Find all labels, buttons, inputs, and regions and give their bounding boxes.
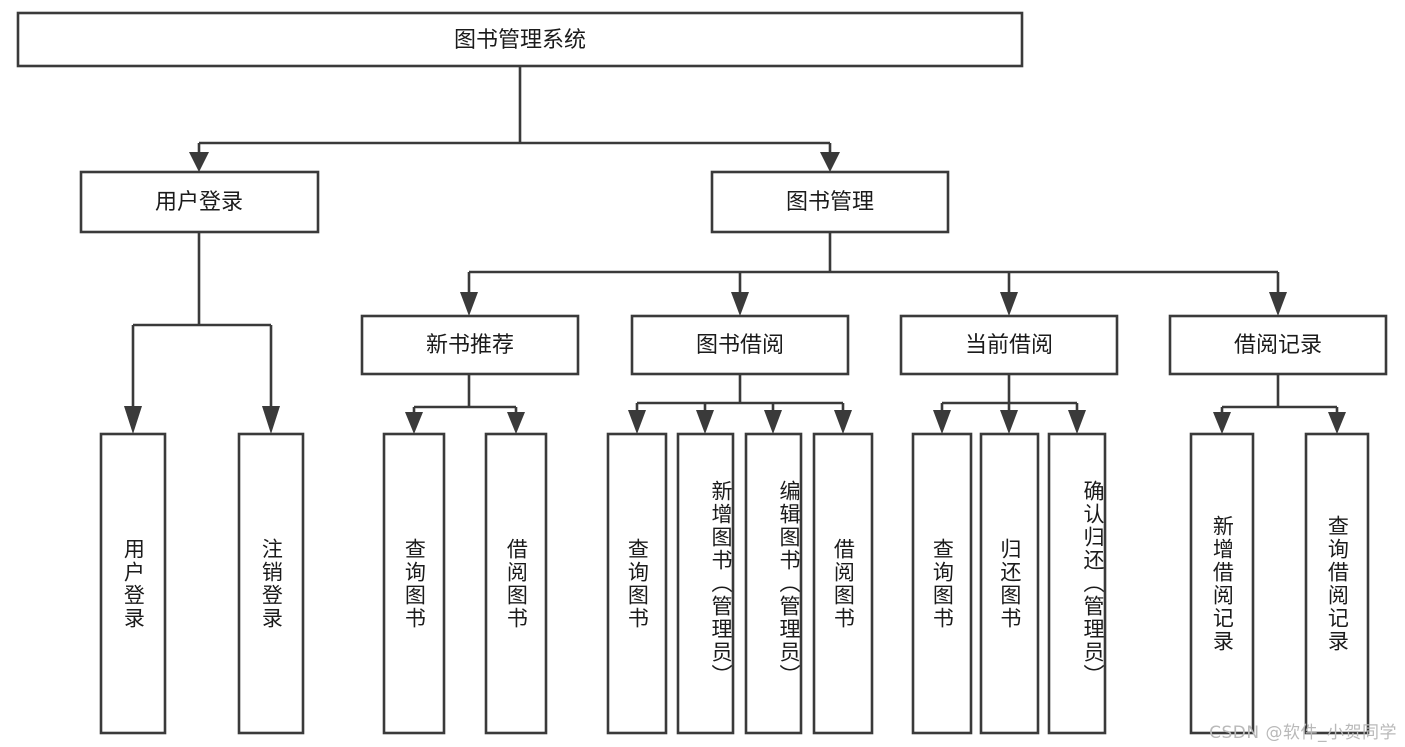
arrow-to-new-book-recommend bbox=[460, 292, 478, 316]
node-box-leaf-add-book[interactable] bbox=[676, 432, 735, 735]
node-box-leaf-add-record[interactable] bbox=[1189, 432, 1255, 735]
label-root: 图书管理系统 bbox=[454, 28, 586, 53]
node-box-leaf-confirm-return[interactable] bbox=[1047, 432, 1107, 735]
watermark-text: CSDN @软件_小贺同学 bbox=[1209, 723, 1397, 743]
arrow-to-leaf-user-login bbox=[124, 406, 142, 434]
arrow-to-leaf-add-record bbox=[1213, 412, 1231, 434]
arrow-to-leaf-confirm-return bbox=[1068, 410, 1086, 434]
node-box-leaf-query-book-1[interactable] bbox=[382, 432, 446, 735]
arrow-to-leaf-logout-login bbox=[262, 406, 280, 434]
label-new-book-recommend: 新书推荐 bbox=[426, 333, 514, 358]
arrow-to-book-manage bbox=[820, 152, 840, 172]
arrow-to-book-borrow bbox=[731, 292, 749, 316]
arrow-to-leaf-borrow-book-1 bbox=[507, 412, 525, 434]
arrow-to-leaf-add-book bbox=[696, 410, 714, 434]
arrow-to-leaf-query-book-1 bbox=[405, 412, 423, 434]
arrow-to-leaf-edit-book bbox=[764, 410, 782, 434]
label-current-borrow: 当前借阅 bbox=[965, 333, 1053, 358]
node-box-leaf-edit-book[interactable] bbox=[744, 432, 803, 735]
node-box-leaf-borrow-book-2[interactable] bbox=[812, 432, 874, 735]
node-box-user-login[interactable] bbox=[79, 170, 320, 234]
node-box-leaf-query-record[interactable] bbox=[1304, 432, 1370, 735]
arrow-to-borrow-record bbox=[1269, 292, 1287, 316]
node-box-book-manage[interactable] bbox=[710, 170, 950, 234]
node-box-new-book-recommend[interactable] bbox=[360, 314, 580, 376]
node-box-leaf-logout-login[interactable] bbox=[237, 432, 305, 735]
label-book-manage: 图书管理 bbox=[786, 190, 874, 215]
horizontal-label-layer: 图书管理系统 用户登录 图书管理 新书推荐 图书借阅 当前借阅 借阅记录 bbox=[155, 28, 1322, 358]
node-box-leaf-query-book-2[interactable] bbox=[606, 432, 668, 735]
node-box-layer bbox=[16, 11, 1388, 735]
arrow-to-leaf-query-record bbox=[1328, 412, 1346, 434]
node-box-leaf-borrow-book-1[interactable] bbox=[484, 432, 548, 735]
arrow-to-leaf-query-book-2 bbox=[628, 410, 646, 434]
node-box-leaf-user-login[interactable] bbox=[99, 432, 167, 735]
node-box-leaf-query-book-3[interactable] bbox=[911, 432, 973, 735]
arrow-to-leaf-query-book-3 bbox=[933, 410, 951, 434]
node-box-book-borrow[interactable] bbox=[630, 314, 850, 376]
node-box-current-borrow[interactable] bbox=[899, 314, 1119, 376]
connector-layer bbox=[124, 66, 1346, 434]
arrow-to-leaf-return-book bbox=[1000, 410, 1018, 434]
arrow-to-user-login bbox=[189, 152, 209, 172]
arrow-to-current-borrow bbox=[1000, 292, 1018, 316]
node-box-root[interactable] bbox=[16, 11, 1024, 68]
node-box-borrow-record[interactable] bbox=[1168, 314, 1388, 376]
label-book-borrow: 图书借阅 bbox=[696, 333, 784, 358]
arrow-to-leaf-borrow-book-2 bbox=[834, 410, 852, 434]
node-box-leaf-return-book[interactable] bbox=[979, 432, 1040, 735]
label-borrow-record: 借阅记录 bbox=[1234, 333, 1322, 358]
label-user-login: 用户登录 bbox=[155, 190, 243, 215]
